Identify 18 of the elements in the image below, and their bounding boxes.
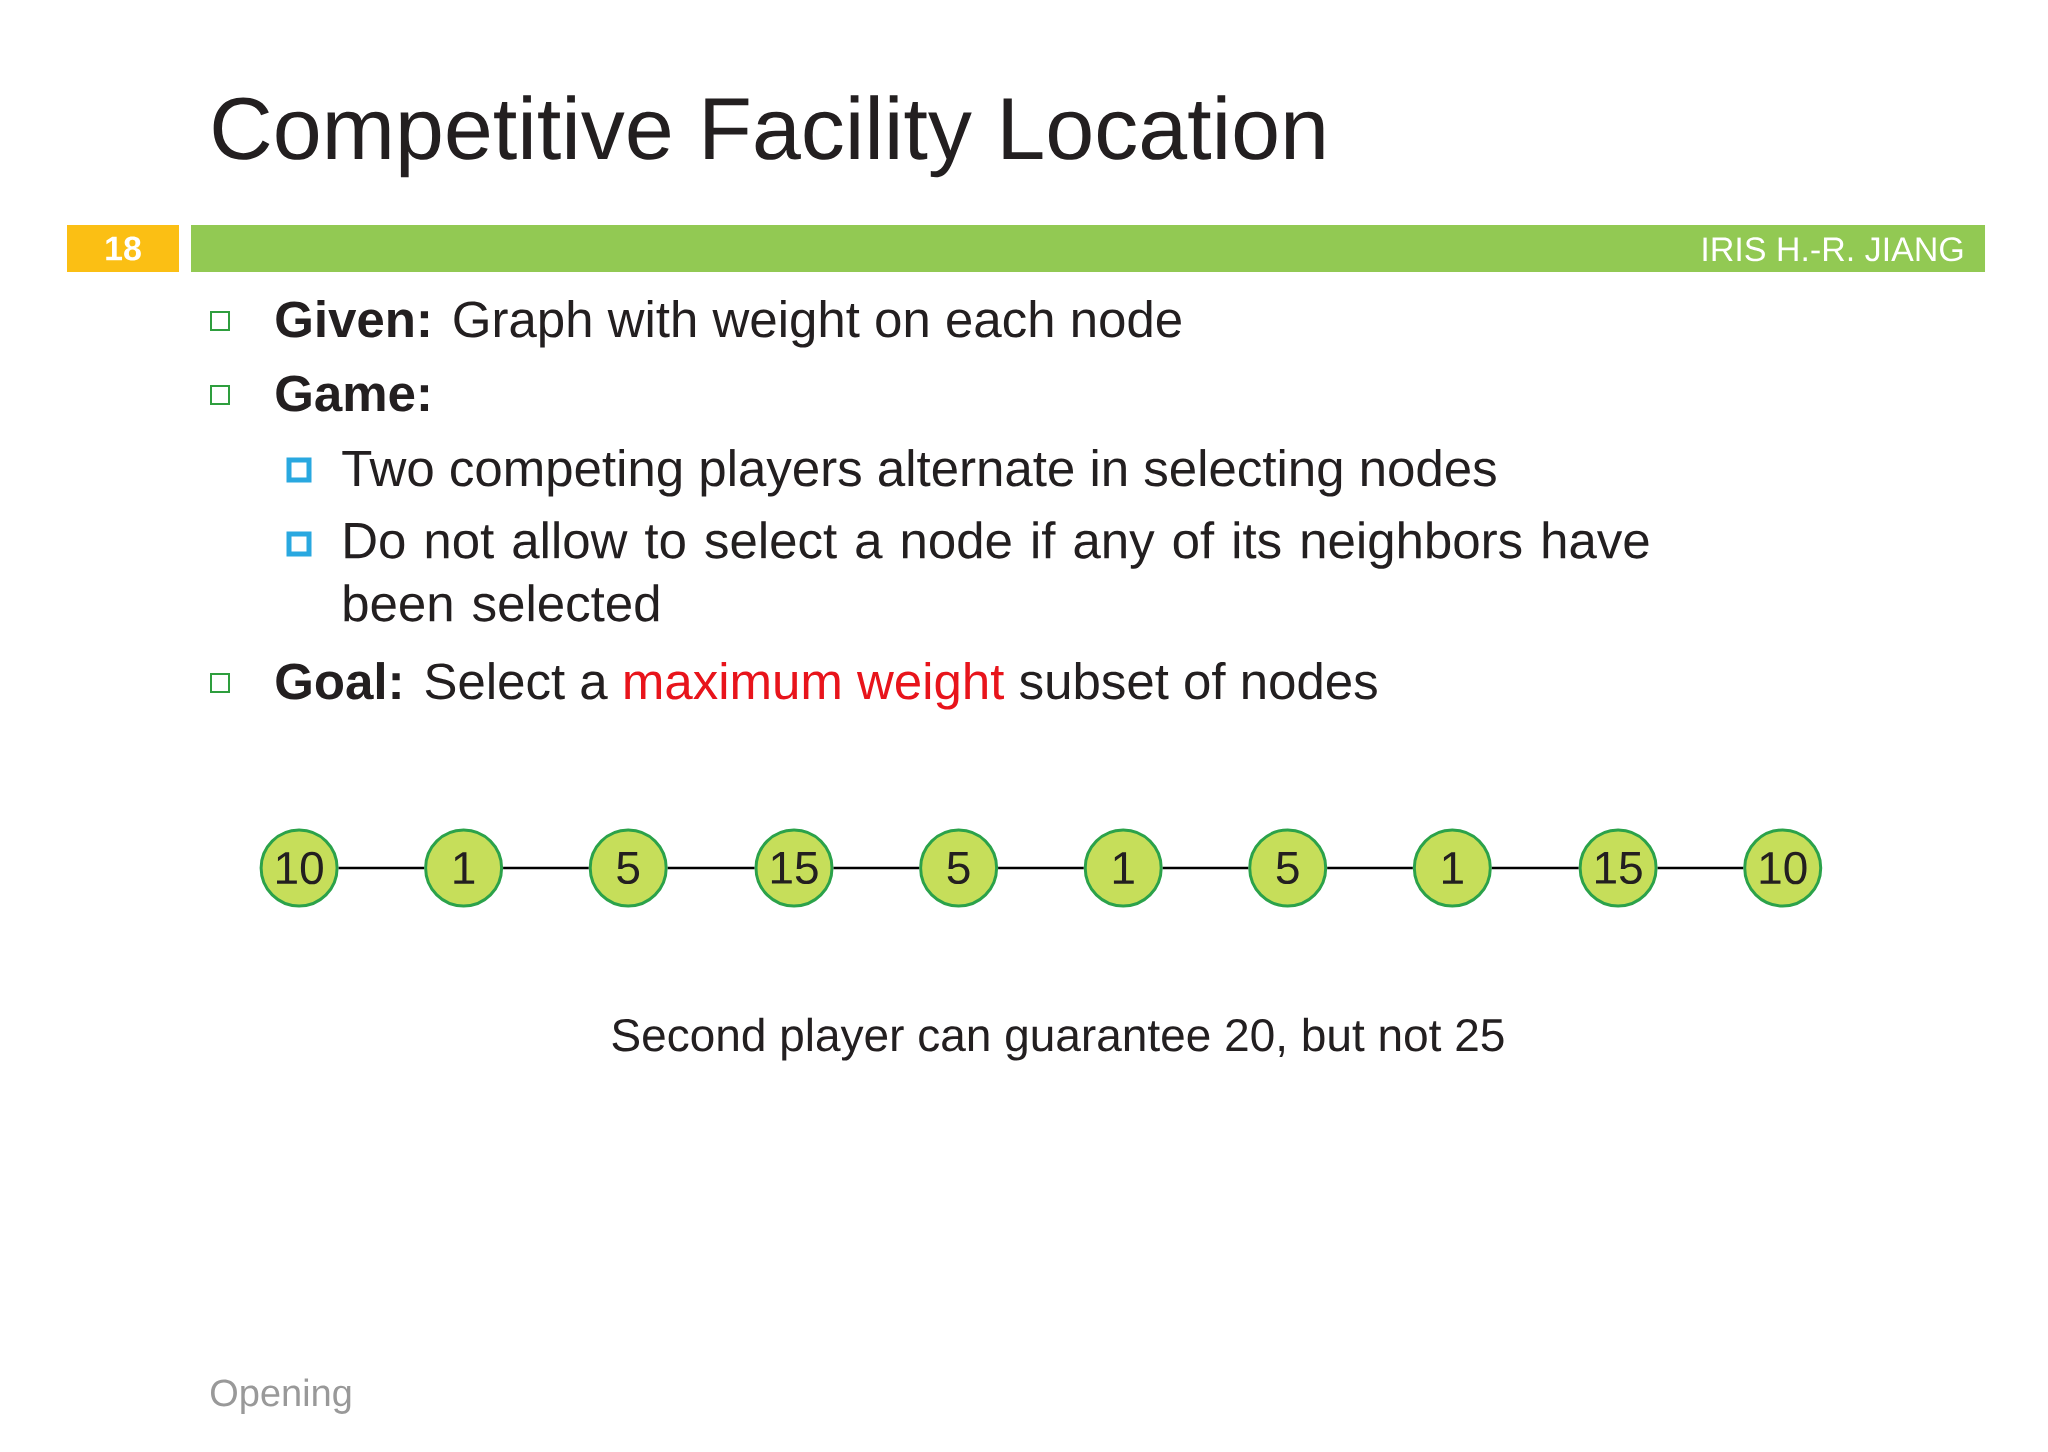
edge-line: [338, 866, 425, 870]
edge-line: [833, 866, 920, 870]
edge-line: [998, 866, 1084, 870]
edge-line: [1491, 866, 1579, 870]
header-bar: IRIS H.-R. JIANG: [191, 225, 1985, 272]
bullet-text: Given: Graph with weight on each node: [276, 300, 1181, 348]
caption-text: Second player can guarantee 20, but not 25: [612, 1017, 1504, 1061]
bullet-text: Game:: [276, 375, 428, 412]
edge-line: [1327, 866, 1413, 870]
bullet-text: Two competing players alternate in selecting nodes: [342, 449, 1496, 497]
slide-title: Competitive Facility Location: [213, 95, 1324, 178]
edge-line: [1162, 866, 1249, 870]
edge-line: [1657, 866, 1744, 870]
page-number-badge: 18: [67, 225, 179, 272]
edge-line: [503, 866, 589, 870]
edge-line: [667, 866, 755, 870]
footer-text: Opening: [211, 1378, 351, 1414]
bullet-text: Goal: Select a maximum weight subset of nodes: [276, 662, 1377, 710]
